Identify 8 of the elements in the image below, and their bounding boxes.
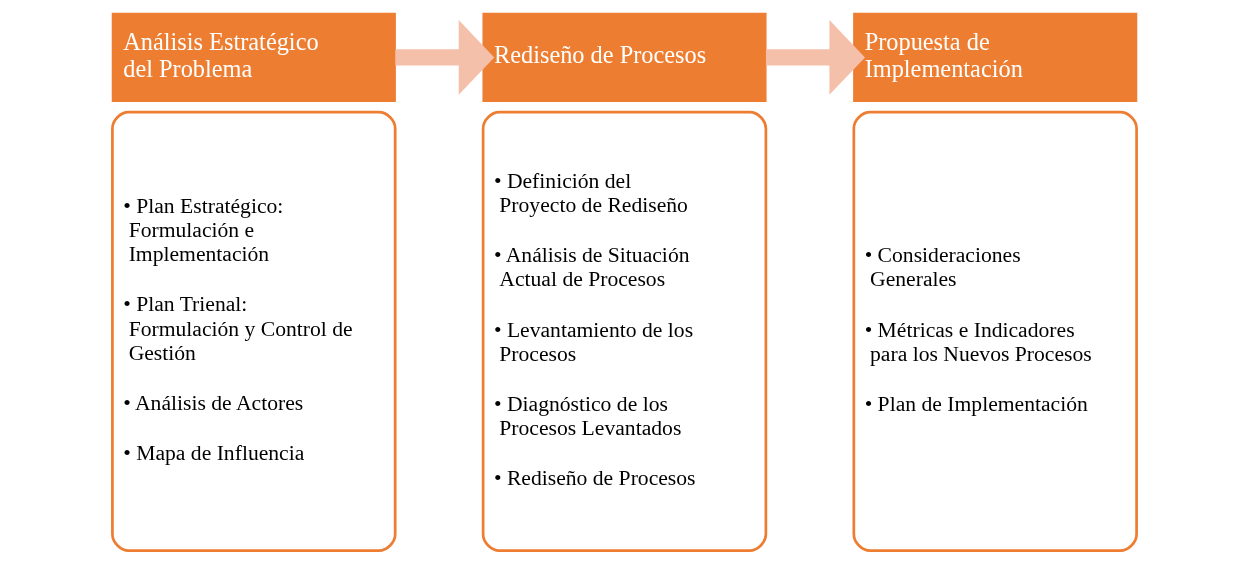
node-box: Rediseño de Procesos [482, 12, 767, 103]
node-box: • Definición del Proyecto de Rediseño • Análisis de Situación Actual de Procesos • Levantamiento de los Procesos • Diagnóstico de los Procesos Levantados • Rediseño de Procesos [481, 110, 768, 552]
node-box: Análisis Estratégico del Problema [111, 12, 396, 103]
node-box: Propuesta de Implementación [853, 12, 1138, 103]
node-box: • Plan Estratégico: Formulación e Implementación • Plan Trienal: Formulación y Control de Gestión • Análisis de Actores • Mapa de Influencia [111, 110, 397, 552]
arrow [395, 20, 495, 95]
node-box: • Consideraciones Generales • Métricas e Indicadores para los Nuevos Procesos • Plan de Implementación [852, 110, 1138, 552]
arrow [766, 20, 865, 95]
